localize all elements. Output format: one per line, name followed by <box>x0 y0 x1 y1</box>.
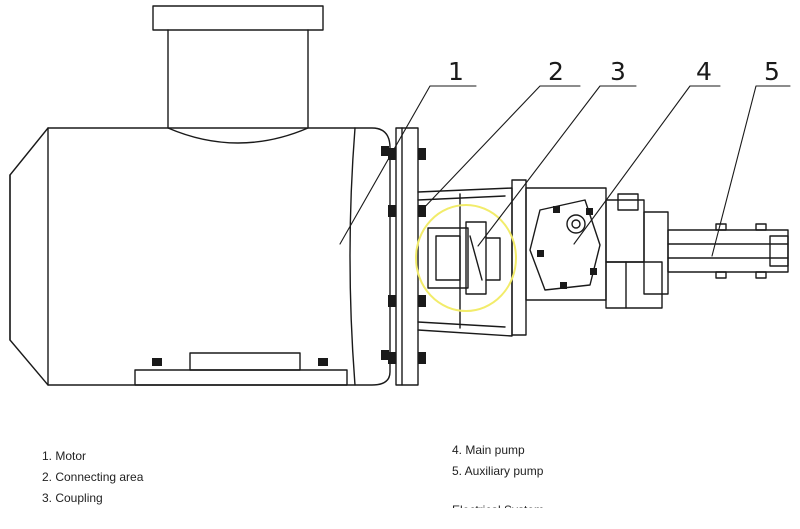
coupling-highlight <box>415 204 517 312</box>
end-cap-bolts <box>381 146 389 360</box>
motor-body <box>9 127 391 386</box>
base-bolts <box>152 358 328 366</box>
motor <box>9 5 391 386</box>
legend-item-auxiliary-pump: 5. Auxiliary pump <box>452 464 544 478</box>
terminal-box-lid <box>152 5 324 31</box>
legend-right: 4. Main pump 5. Auxiliary pump <box>452 440 543 482</box>
legend-item-main-pump: 4. Main pump <box>452 443 525 457</box>
terminal-box <box>167 29 309 144</box>
flange <box>388 127 426 386</box>
clipped-heading: Electrical System <box>452 502 544 508</box>
callout-5: 5 <box>764 57 780 86</box>
callout-4: 4 <box>696 57 712 86</box>
callout-1: 1 <box>448 57 464 86</box>
legend-left: 1. Motor 2. Connecting area 3. Coupling <box>42 446 143 509</box>
legend-item-coupling: 3. Coupling <box>42 491 103 505</box>
callout-2: 2 <box>548 57 564 86</box>
motor-end-cap <box>349 127 356 386</box>
legend-item-motor: 1. Motor <box>42 449 87 463</box>
coupling <box>427 221 501 295</box>
leader-lines <box>339 85 791 257</box>
callout-3: 3 <box>610 57 626 86</box>
motor-base <box>134 369 348 386</box>
legend-item-connecting-area: 2. Connecting area <box>42 470 144 484</box>
main-pump <box>525 187 663 309</box>
auxiliary-pump <box>643 211 789 295</box>
